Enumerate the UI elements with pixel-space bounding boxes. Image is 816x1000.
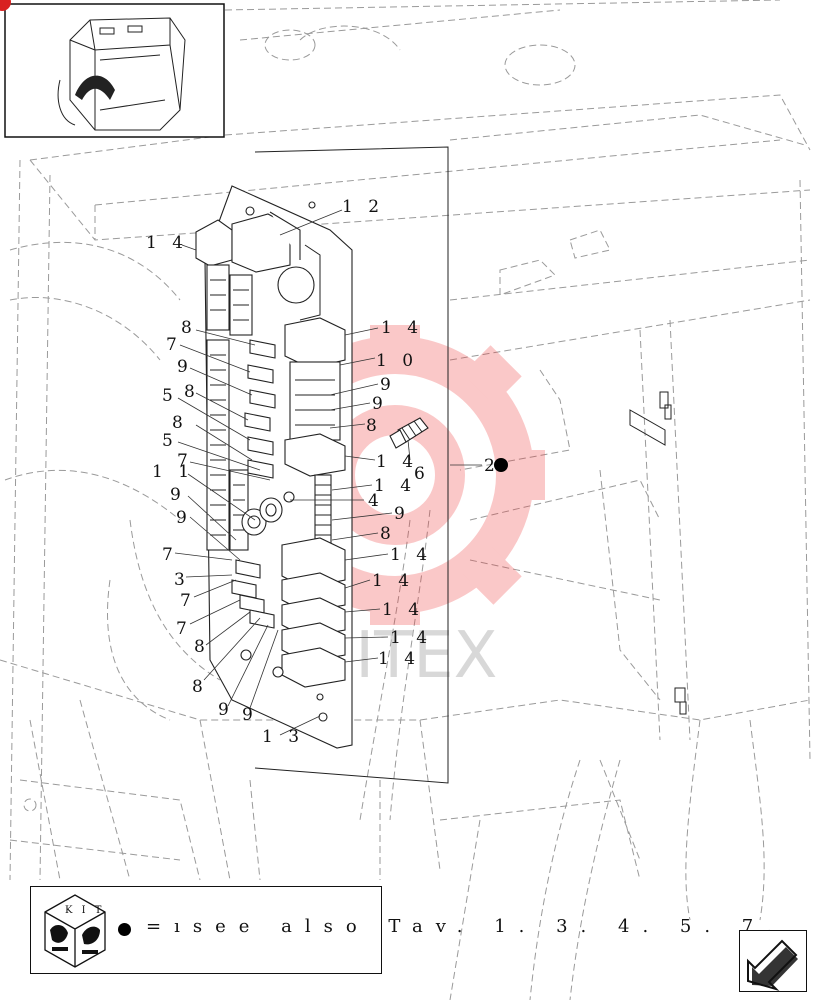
callouts: 1 2 1 4 8 1 4 7 1 0 9 9 8 9 8 5 8 5 1 4 … [146, 197, 500, 747]
fuse-column-left [206, 264, 253, 551]
callout-7-d: 7 [180, 591, 196, 611]
callout-14-g: 1 4 [382, 600, 424, 620]
callout-13: 1 3 [262, 727, 304, 747]
callout-3: 3 [174, 570, 190, 590]
callout-9-a: 9 [177, 357, 193, 377]
legend-text: =ısee also Tav. 1. 3. 4. 5. 7. [146, 916, 785, 937]
callout-14-e: 1 4 [390, 545, 432, 565]
callout-10: 1 0 [376, 351, 418, 371]
kit-label: K I T [65, 905, 105, 916]
corner-badge-icon [0, 0, 11, 11]
callout-8-c: 8 [366, 416, 382, 436]
callout-9-d: 9 [170, 485, 186, 505]
callout-9-g: 9 [218, 700, 234, 720]
legend-box [30, 886, 382, 974]
callout-2: 2 [484, 456, 500, 476]
callout-7-e: 7 [176, 619, 192, 639]
callout-8-f: 8 [194, 637, 210, 657]
callout-4: 4 [368, 491, 384, 511]
cab-post-hardware [629, 391, 687, 715]
callout-7-a: 7 [166, 335, 182, 355]
fuse-blades [231, 339, 276, 629]
callout-8-b: 8 [184, 382, 200, 402]
callout-9-b: 9 [380, 375, 396, 395]
fuse-relay-board [195, 185, 353, 749]
callout-8-g: 8 [192, 677, 208, 697]
kit-cube-icon [44, 894, 106, 968]
callout-9-c: 9 [372, 394, 388, 414]
inset-cab-view [4, 3, 225, 138]
callout-14-h: 1 4 [390, 628, 432, 648]
detail-frame [254, 146, 449, 784]
callout-14-a: 1 4 [146, 233, 188, 253]
callout-6: 6 [414, 464, 430, 484]
callout-5-a: 5 [162, 386, 178, 406]
callout-14-b: 1 4 [381, 318, 423, 338]
callout-7-b: 7 [177, 451, 193, 471]
relay-stack-right [281, 317, 346, 688]
callout-7-c: 7 [162, 545, 178, 565]
callout-11: 1 1 [152, 462, 194, 482]
callout-9-h: 9 [242, 705, 258, 725]
callout-5-b: 5 [162, 431, 178, 451]
callout-8-d: 8 [172, 413, 188, 433]
callout-8-e: 8 [380, 524, 396, 544]
leader-lines [174, 209, 411, 736]
callout-14-c: 1 4 [376, 452, 418, 472]
callout-14-i: 1 4 [378, 649, 420, 669]
connector-plug [389, 417, 429, 449]
callout-14-f: 1 4 [372, 571, 414, 591]
callout-9-e: 9 [394, 504, 410, 524]
arrow-back-icon [747, 939, 798, 992]
callout-9-f: 9 [176, 508, 192, 528]
callout-14-d: 1 4 [374, 476, 416, 496]
callout-12: 1 2 [342, 197, 384, 217]
legend-bullet-icon [118, 923, 131, 936]
navigate-back-button[interactable] [739, 930, 807, 992]
callout-8-a: 8 [181, 318, 197, 338]
reference-dot-icon [494, 458, 508, 472]
